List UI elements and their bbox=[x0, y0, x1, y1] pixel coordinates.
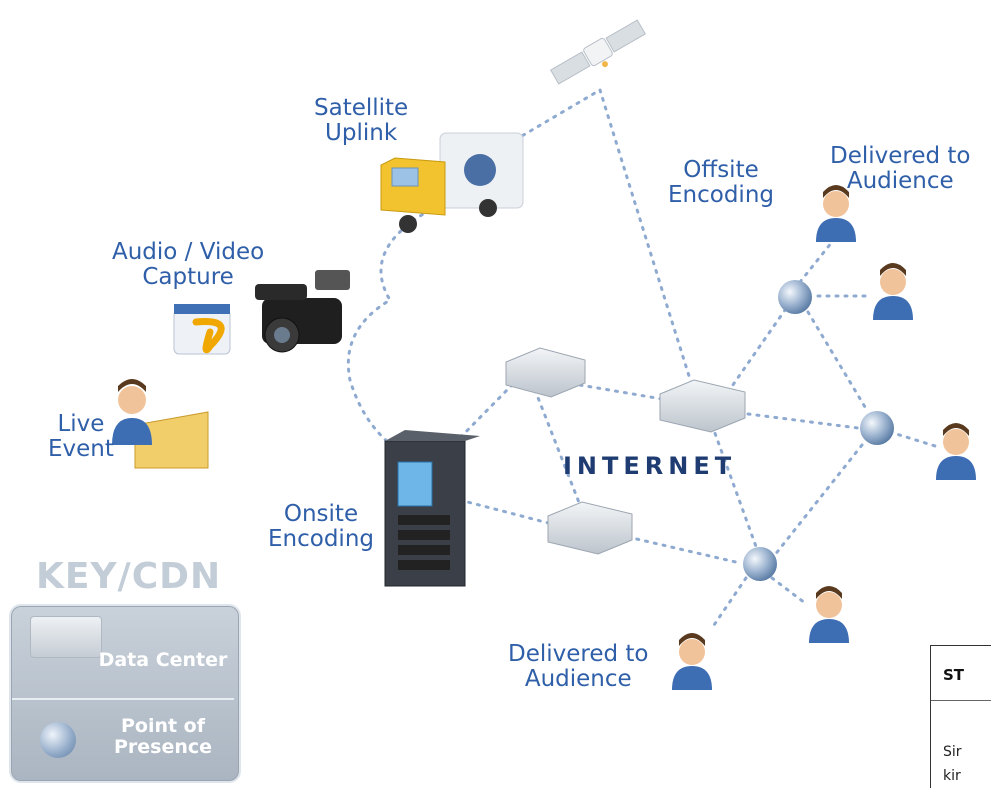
label-live-event: Live Event bbox=[48, 411, 114, 462]
internet-label: INTERNET bbox=[563, 452, 737, 480]
label-satellite-uplink: Satellite Uplink bbox=[314, 95, 409, 146]
line-rack-dc3 bbox=[458, 498, 558, 527]
audience-person-4 bbox=[809, 586, 849, 643]
video-camera-icon bbox=[255, 270, 350, 353]
line-dc1-dc2 bbox=[578, 383, 670, 402]
line-truck-satellite bbox=[513, 88, 602, 142]
sidebar-text-line-2: kir bbox=[943, 768, 961, 784]
onsite-server-rack-icon bbox=[384, 430, 480, 587]
satellite-icon bbox=[550, 19, 646, 85]
audience-person-3 bbox=[936, 423, 976, 480]
sidebar-rule bbox=[931, 700, 991, 701]
line-popbot-person4 bbox=[770, 576, 807, 605]
key-divider bbox=[12, 698, 234, 700]
data-center-1 bbox=[505, 347, 586, 398]
data-center-key-icon bbox=[30, 616, 102, 658]
sidebar-text-line-1: Sir bbox=[943, 744, 962, 760]
key-point-of-presence-label: Point of Presence bbox=[113, 715, 213, 758]
line-poptop-person1 bbox=[798, 240, 834, 284]
sidebar-box: ST Sir kir bbox=[930, 645, 991, 788]
audience-person-1 bbox=[816, 185, 856, 242]
line-dc3-popbot bbox=[626, 535, 742, 565]
label-audio-video-capture: Audio / Video Capture bbox=[112, 239, 265, 290]
satellite-truck-icon bbox=[380, 132, 524, 233]
line-truck-rack bbox=[346, 208, 432, 457]
line-popmid-person3 bbox=[888, 430, 937, 448]
line-dc2-poptop bbox=[726, 308, 787, 394]
point-of-presence-bottom bbox=[743, 547, 777, 581]
label-offsite-encoding: Offsite Encoding bbox=[668, 157, 774, 208]
line-satellite-offsite bbox=[598, 88, 697, 397]
point-of-presence-key-icon bbox=[40, 722, 76, 758]
audio-capture-icon bbox=[173, 304, 231, 355]
line-dc1-dc3 bbox=[533, 388, 582, 507]
line-dc2-popbot bbox=[710, 423, 760, 554]
point-of-presence-right bbox=[860, 411, 894, 445]
point-of-presence-top bbox=[778, 280, 812, 314]
key-title: KEY/CDN bbox=[36, 556, 222, 597]
label-onsite-encoding: Onsite Encoding bbox=[268, 501, 374, 552]
data-center-2 bbox=[659, 379, 746, 433]
key-data-center-label: Data Center bbox=[98, 649, 228, 671]
audience-person-5 bbox=[672, 633, 712, 690]
live-event-presenter-icon bbox=[112, 379, 209, 469]
line-dc2-popmid bbox=[746, 412, 860, 430]
line-popbot-person5 bbox=[710, 576, 748, 630]
sidebar-heading: ST bbox=[943, 666, 965, 684]
audience-person-2 bbox=[873, 263, 913, 320]
label-delivered-audience-bottom: Delivered to Audience bbox=[508, 641, 649, 692]
connection-lines bbox=[346, 88, 937, 630]
line-poptop-popmid bbox=[806, 310, 870, 414]
label-delivered-audience-top: Delivered to Audience bbox=[830, 143, 971, 194]
line-popmid-popbot bbox=[772, 443, 864, 558]
line-rack-dc1 bbox=[446, 383, 514, 452]
data-center-3 bbox=[547, 501, 633, 555]
